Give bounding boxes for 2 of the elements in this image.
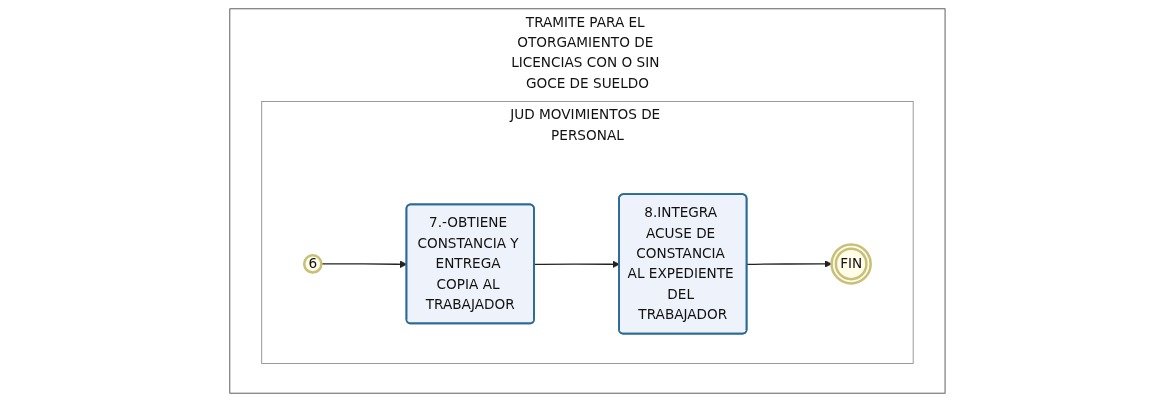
node-circle: FIN	[830, 243, 872, 285]
node-circle: 6	[303, 254, 323, 274]
